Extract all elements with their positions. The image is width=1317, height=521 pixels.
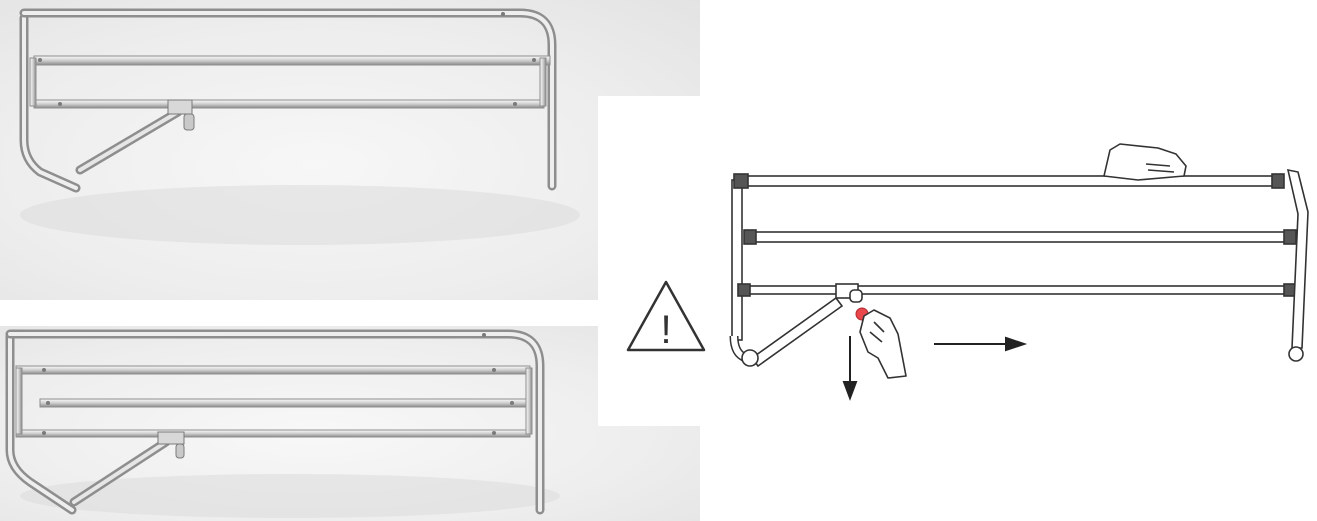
arrow-down-icon	[842, 336, 858, 401]
arrow-right-icon	[934, 336, 1028, 352]
side-rail-render-bottom	[0, 326, 700, 521]
hand-holding-rail-icon	[1103, 143, 1187, 181]
warning-triangle-icon: !	[626, 280, 706, 352]
warning-symbol: !	[660, 308, 671, 352]
bed-side-rail-extended-icon	[5, 329, 560, 518]
instruction-svg: !	[626, 143, 1309, 401]
release-instruction-diagram: !	[598, 96, 1317, 426]
bed-side-rail-raised-icon	[19, 8, 580, 245]
side-rail-render-top	[0, 0, 700, 300]
side-rail-line-art	[729, 168, 1309, 368]
hand-pressing-release-button-icon	[859, 309, 907, 379]
